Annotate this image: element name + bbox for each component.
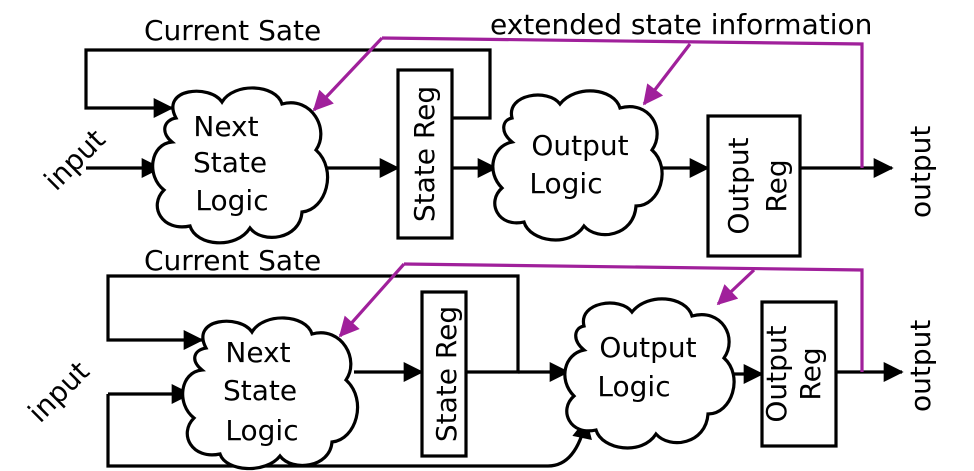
- top-output-logic-line1: Output: [531, 129, 628, 162]
- top-next-state-logic-line3: Logic: [195, 184, 268, 217]
- bottom-diagram: Current Sate input Next State Logic Stat…: [22, 244, 937, 471]
- bottom-output-reg-line2: Reg: [794, 347, 827, 400]
- top-state-reg-box: [396, 68, 454, 240]
- top-extended-to-nsl-arrow: [312, 36, 384, 112]
- top-output-reg-box: [706, 114, 802, 258]
- bottom-output-logic-cloud: [563, 297, 736, 450]
- top-feedback-wire: [84, 48, 492, 120]
- bottom-extended-info-line: [403, 262, 864, 372]
- extended-info-label: extended state information: [490, 8, 872, 41]
- bottom-state-reg-box: [420, 290, 468, 458]
- bottom-next-state-logic-cloud: [181, 316, 360, 471]
- top-output-logic-cloud: [491, 89, 664, 242]
- top-next-state-logic-line1: Next: [193, 110, 258, 143]
- bottom-next-state-logic-line3: Logic: [225, 414, 298, 447]
- bottom-feedback-wire: [106, 274, 520, 374]
- top-extended-to-ol-arrow: [642, 43, 692, 106]
- bottom-next-state-logic-line2: State: [223, 374, 297, 407]
- bottom-output-reg-line1: Output: [760, 325, 793, 422]
- bottom-extended-to-ol-arrow: [716, 268, 756, 306]
- bottom-state-reg-label: State Reg: [430, 306, 463, 442]
- top-state-reg-label: State Reg: [408, 86, 441, 222]
- top-output-label: output: [904, 126, 937, 218]
- bottom-next-state-logic-line1: Next: [225, 336, 290, 369]
- top-current-state-label: Current Sate: [144, 14, 321, 47]
- bottom-output-reg-box: [760, 300, 838, 448]
- top-output-reg-line2: Reg: [760, 159, 793, 212]
- bottom-input-label: input: [22, 355, 96, 429]
- top-extended-info-line: [381, 36, 864, 168]
- top-next-state-logic-cloud: [151, 86, 330, 245]
- top-input-label: input: [38, 123, 112, 197]
- bottom-output-label: output: [904, 320, 937, 412]
- bottom-extended-to-nsl-arrow: [338, 262, 406, 338]
- top-output-reg-line1: Output: [722, 137, 755, 234]
- top-diagram: Current Sate input Next State Logic Stat…: [38, 8, 937, 258]
- bottom-output-logic-line1: Output: [599, 331, 696, 364]
- top-next-state-logic-line2: State: [193, 146, 267, 179]
- bottom-current-state-label: Current Sate: [144, 244, 321, 277]
- bottom-output-logic-line2: Logic: [597, 370, 670, 403]
- top-output-logic-line2: Logic: [529, 167, 602, 200]
